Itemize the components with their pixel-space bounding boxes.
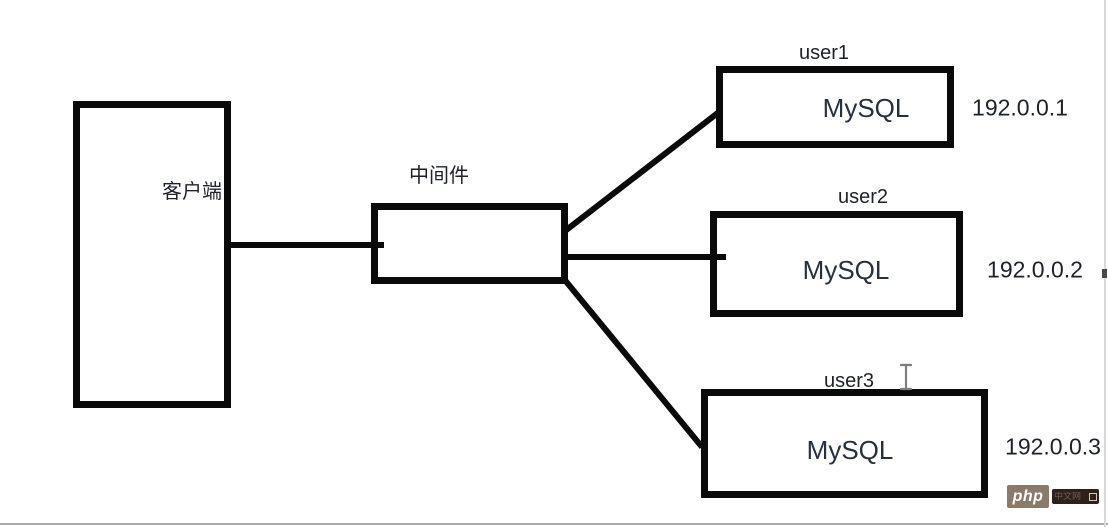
php-watermark-badge: php (1007, 485, 1049, 508)
bottom-frame-line (0, 523, 1108, 525)
php-watermark-brand: php (1012, 487, 1044, 505)
php-watermark-bar: 中文网 (1052, 489, 1099, 504)
ip-address-user3: 192.0.0.3 (1005, 433, 1101, 460)
mysql-user2-node-box (710, 211, 963, 317)
php-watermark-suffix: 中文网 (1054, 492, 1082, 501)
client-node-box (73, 101, 231, 408)
ip-address-user2: 192.0.0.2 (987, 256, 1083, 283)
mysql-user1-node-box (716, 66, 954, 148)
middleware-label: 中间件 (409, 165, 469, 187)
php-watermark-icon (1089, 492, 1097, 501)
edge-middleware-user1 (563, 109, 721, 234)
middleware-node-box (371, 203, 568, 284)
edge-middleware-user3 (561, 277, 705, 449)
client-label: 客户端 (162, 181, 222, 203)
user2-title: user2 (837, 186, 889, 208)
right-frame-line (1104, 0, 1106, 527)
mysql-label-user2: MySQL (802, 255, 890, 285)
user3-title: user3 (823, 370, 875, 392)
mysql-label-user3: MySQL (806, 435, 894, 465)
right-frame-tick (1102, 269, 1107, 278)
mysql-label-user1: MySQL (822, 93, 910, 123)
user1-title: user1 (798, 42, 850, 64)
mysql-user3-node-box (701, 389, 988, 498)
ip-address-user1: 192.0.0.1 (972, 94, 1068, 121)
text-cursor-ibeam-icon (899, 363, 913, 391)
